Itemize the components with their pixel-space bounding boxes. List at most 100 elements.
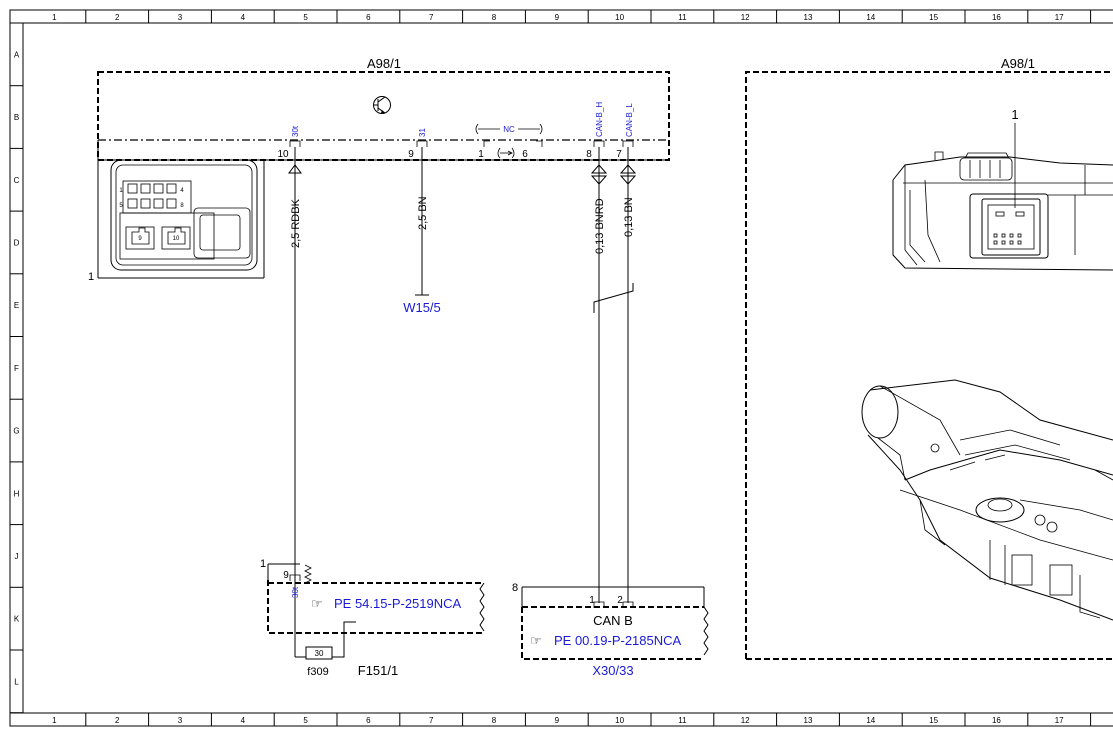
- pe-link-text[interactable]: PE 54.15-P-2519NCA: [334, 596, 462, 611]
- grid-column-label: 2: [115, 13, 120, 22]
- grid-row-label: B: [14, 113, 19, 122]
- grid-row-label: K: [14, 615, 20, 624]
- grid-column-label: 4: [241, 716, 246, 725]
- grid-column-label: 11: [678, 13, 687, 22]
- grid-column-label: 15: [929, 13, 938, 22]
- grid-row-label: C: [14, 176, 20, 185]
- grid-column-label: 15: [929, 716, 938, 725]
- grid-column-label: 10: [615, 13, 624, 22]
- twisted-pair-marker: [593, 283, 634, 313]
- pin-number: 6: [522, 149, 528, 160]
- grid-column-label: 3: [178, 716, 183, 725]
- pointing-hand-icon: ☞: [530, 633, 542, 648]
- grid-column-label: 14: [866, 13, 875, 22]
- grid-column-label: 2: [115, 716, 120, 725]
- pin-signal-label: 30t: [291, 125, 300, 137]
- grid-column-label: 9: [555, 13, 560, 22]
- can-box-label[interactable]: X30/33: [592, 663, 633, 678]
- grid-column-label: 6: [366, 716, 371, 725]
- fuse-value: 30: [315, 649, 324, 658]
- connector-ref-label: 1: [88, 271, 94, 283]
- grid-column-label: 12: [741, 716, 750, 725]
- pointing-hand-icon: ☞: [311, 596, 323, 611]
- fuse-box-ref: 1: [260, 558, 266, 570]
- grid-column-label: 9: [555, 716, 560, 725]
- grid-row-label: H: [14, 489, 20, 498]
- grid-row-label: G: [13, 427, 19, 436]
- fuse-box-f151-1: 1 9 30t ☞ PE 54.15-P-2519NCA 30 f309 F15…: [260, 558, 485, 678]
- connector-pin-label: 8: [180, 203, 184, 209]
- pin-signal-label: 30t: [291, 586, 300, 598]
- connector-pin-label: 5: [119, 203, 123, 209]
- drawing-frame: [9, 9, 1113, 727]
- grid-column-label: 7: [429, 13, 434, 22]
- connector-pin-label: 1: [119, 188, 123, 194]
- grid-row-label: A: [14, 50, 20, 59]
- grid-row-label: L: [14, 677, 19, 686]
- wire-can-b-h: 0,13 BNRD: [590, 147, 608, 603]
- pin-number: 9: [408, 149, 414, 160]
- grid-column-label: 5: [303, 716, 308, 725]
- grid-row-label: D: [14, 238, 20, 247]
- grid-column-label: 6: [366, 13, 371, 22]
- grid-column-label: 8: [492, 716, 497, 725]
- grid-column-label: 16: [992, 716, 1001, 725]
- grid-column-label: 14: [866, 716, 875, 725]
- pin-number: 9: [283, 570, 289, 581]
- module-pins: 10 30t 9 31 NC 1 6 8 CAN-B_H 7 CAN-B_L: [277, 102, 634, 160]
- wire-label: 0,13 BNRD: [594, 198, 606, 254]
- pe-54-15-link[interactable]: ☞ PE 54.15-P-2519NCA: [311, 596, 462, 611]
- fuse-box-label: F151/1: [358, 663, 398, 678]
- callout-number: 1: [1011, 107, 1018, 122]
- pin-number: 1: [478, 149, 484, 160]
- ground-label[interactable]: W15/5: [403, 300, 441, 315]
- grid-column-label: 3: [178, 13, 183, 22]
- component-connector-view-drawing: [892, 151, 1113, 271]
- nc-label: NC: [503, 125, 515, 134]
- pin-number: 7: [616, 149, 622, 160]
- grid-column-label: 11: [678, 716, 687, 725]
- pin-number: 8: [586, 149, 592, 160]
- can-box-title: CAN B: [593, 613, 633, 628]
- fuse-id: f309: [307, 666, 328, 678]
- connector-pin-label: 10: [173, 236, 180, 242]
- grid-column-label: 16: [992, 13, 1001, 22]
- grid-column-label: 17: [1055, 13, 1064, 22]
- pe-00-19-link[interactable]: ☞ PE 00.19-P-2185NCA: [530, 633, 682, 648]
- module-a98-1-left: A98/1: [97, 56, 670, 161]
- grid-column-label: 1: [52, 13, 57, 22]
- module-label: A98/1: [1001, 56, 1035, 71]
- grid-column-label: 7: [429, 716, 434, 725]
- pin-signal-label: CAN-B_L: [625, 103, 634, 137]
- pin-number: 10: [277, 149, 289, 160]
- pin-number: 2: [617, 595, 623, 606]
- x30-33-link[interactable]: X30/33: [592, 663, 633, 678]
- ground-point-w15-5-link[interactable]: W15/5: [403, 300, 441, 315]
- wire-label: 0,13 BN: [623, 197, 635, 237]
- can-b-connector-x30-33: 8 1 2 CAN B ☞ PE 00.19-P-2185NCA X30/33: [512, 582, 709, 678]
- connector-pin-label: 9: [138, 236, 142, 242]
- grid-column-label: 13: [804, 716, 813, 725]
- module-a98-1-right: A98/1 1: [745, 56, 1113, 660]
- pe-link-text[interactable]: PE 00.19-P-2185NCA: [554, 633, 682, 648]
- module-label: A98/1: [367, 56, 401, 71]
- grid-row-label: J: [15, 552, 19, 561]
- grid-column-label: 8: [492, 13, 497, 22]
- can-box-ref: 8: [512, 582, 518, 594]
- wire-31: 2,5 BN: [415, 147, 429, 296]
- wire-label: 2,5 RDBK: [290, 198, 302, 248]
- grid-column-label: 10: [615, 716, 624, 725]
- connector-pin-label: 4: [180, 188, 184, 194]
- pin-signal-label: CAN-B_H: [595, 102, 604, 137]
- wire-label: 2,5 BN: [417, 196, 429, 230]
- grid-column-label: 12: [741, 13, 750, 22]
- component-3d-view-drawing: [861, 379, 1113, 621]
- wire-can-b-l: 0,13 BN: [619, 147, 637, 603]
- grid-row-label: F: [14, 364, 19, 373]
- connector-housing-drawing: 1 4 5 8 9 10 1: [88, 140, 290, 283]
- grid-column-label: 1: [52, 716, 57, 725]
